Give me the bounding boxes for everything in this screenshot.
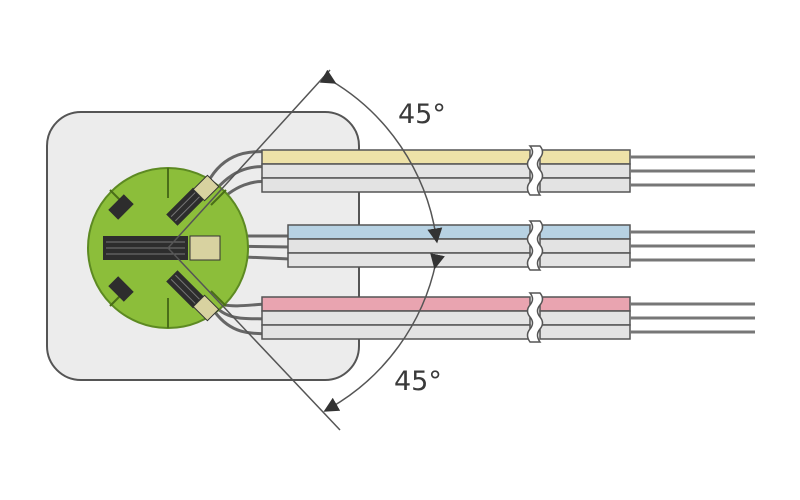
- lower-angle-arc: [323, 253, 445, 412]
- cable-break-marks: [526, 145, 544, 343]
- gauge-grid-upper: [166, 187, 205, 226]
- cable-top: [261, 149, 755, 193]
- cable-middle: [287, 224, 755, 268]
- lower-angle-label: 45°: [394, 366, 442, 397]
- upper-angle-label: 45°: [398, 99, 446, 130]
- gauge-grid-lower: [166, 270, 205, 309]
- upper-angle-arc: [319, 69, 443, 244]
- cable-bottom: [261, 296, 755, 340]
- angle-reference-lines: [167, 69, 445, 431]
